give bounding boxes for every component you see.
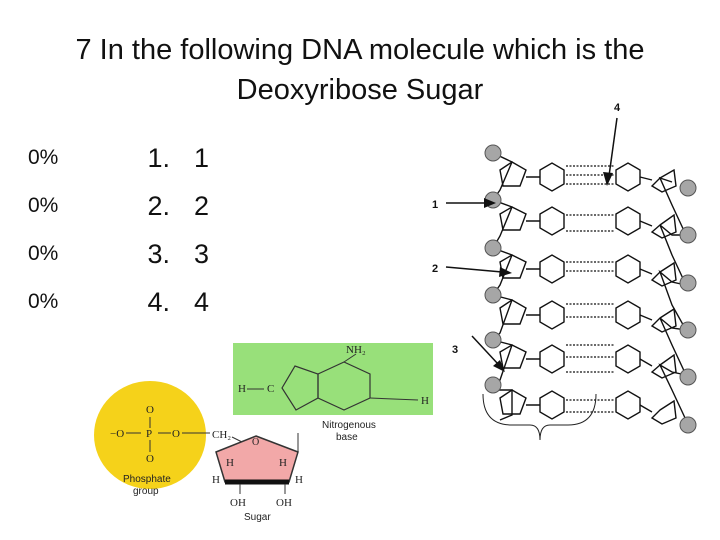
answer-value: 4 xyxy=(194,286,210,317)
answer-value: 1 xyxy=(194,142,210,173)
answer-percent: 0% xyxy=(28,194,59,217)
title-line-2: Deoxyribose Sugar xyxy=(236,74,484,106)
base-label-1: Nitrogenous xyxy=(322,420,376,431)
answer-percent: 0% xyxy=(28,290,59,313)
base-label-2: base xyxy=(336,432,358,443)
svg-text:O: O xyxy=(146,404,154,416)
svg-text:H: H xyxy=(295,474,303,486)
sugar-label: Sugar xyxy=(244,512,271,523)
answer-percent: 0% xyxy=(28,146,59,169)
answer-number: 3. xyxy=(147,238,170,269)
base-ring-1 xyxy=(281,365,319,411)
answer-list: 0% 1. 1 0% 2. 2 0% 3. 3 0% 4. 4 xyxy=(28,134,209,326)
answer-option-3[interactable]: 0% 3. 3 xyxy=(28,230,209,278)
svg-text:H: H xyxy=(421,395,429,407)
phosphate-nodes xyxy=(484,144,697,434)
answer-option-2[interactable]: 0% 2. 2 xyxy=(28,182,209,230)
oh-label-2: OH xyxy=(276,497,292,509)
hydrogen-bonds xyxy=(566,165,614,413)
svg-text:−O: −O xyxy=(110,428,124,440)
label-2: 2 xyxy=(432,263,438,275)
ch2-label: CH₂ xyxy=(212,429,231,441)
answer-value: 2 xyxy=(194,190,210,221)
answer-option-1[interactable]: 0% 1. 1 xyxy=(28,134,209,182)
phosphate-circle xyxy=(94,381,206,489)
answer-number: 1. xyxy=(147,142,170,173)
phosphate-label-1: Phosphate xyxy=(123,474,171,485)
phosphate-formula: O −O P O O xyxy=(110,404,180,465)
svg-text:P: P xyxy=(146,428,152,440)
answer-number: 4. xyxy=(147,286,170,317)
svg-text:O: O xyxy=(252,437,259,448)
svg-text:H: H xyxy=(226,457,234,469)
label-1: 1 xyxy=(432,199,438,211)
svg-text:O: O xyxy=(172,428,180,440)
amine-label: NH₂ xyxy=(346,344,366,356)
svg-text:H: H xyxy=(212,474,220,486)
svg-text:O: O xyxy=(146,453,154,465)
answer-number: 2. xyxy=(147,190,170,221)
oh-label-1: OH xyxy=(230,497,246,509)
sugar-pentagon xyxy=(215,435,299,483)
answer-value: 3 xyxy=(194,238,210,269)
svg-text:H: H xyxy=(238,383,246,395)
slide-title: 7 In the following DNA molecule which is… xyxy=(40,30,680,110)
base-box xyxy=(233,343,433,415)
base-ring-2 xyxy=(317,361,371,411)
phosphate-label-2: group xyxy=(133,486,159,497)
svg-text:H: H xyxy=(279,457,287,469)
brace xyxy=(482,393,597,441)
answer-percent: 0% xyxy=(28,242,59,265)
title-line-1: 7 In the following DNA molecule which is… xyxy=(75,34,645,66)
answer-option-4[interactable]: 0% 4. 4 xyxy=(28,278,209,326)
label-3: 3 xyxy=(452,344,458,356)
dna-ladder xyxy=(491,152,688,425)
svg-text:C: C xyxy=(267,383,274,395)
